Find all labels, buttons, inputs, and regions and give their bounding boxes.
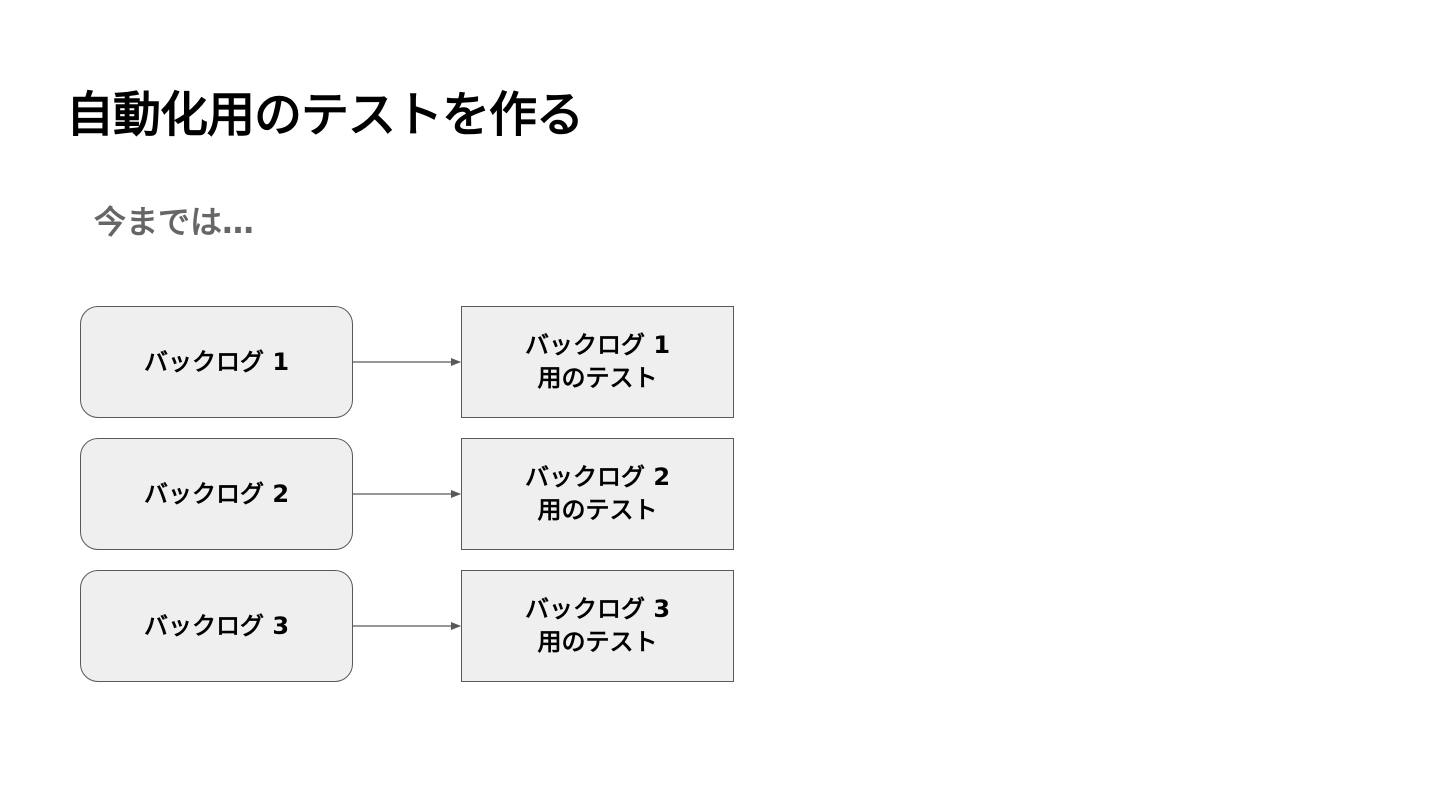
test-box-1: バックログ 1 用のテスト — [461, 306, 734, 418]
slide-subtitle: 今までは… — [94, 203, 255, 241]
slide-title: 自動化用のテストを作る — [66, 87, 584, 143]
test-box-3: バックログ 3 用のテスト — [461, 570, 734, 682]
backlog-box-3: バックログ 3 — [80, 570, 353, 682]
backlog-box-1: バックログ 1 — [80, 306, 353, 418]
test-box-2: バックログ 2 用のテスト — [461, 438, 734, 550]
backlog-box-2: バックログ 2 — [80, 438, 353, 550]
